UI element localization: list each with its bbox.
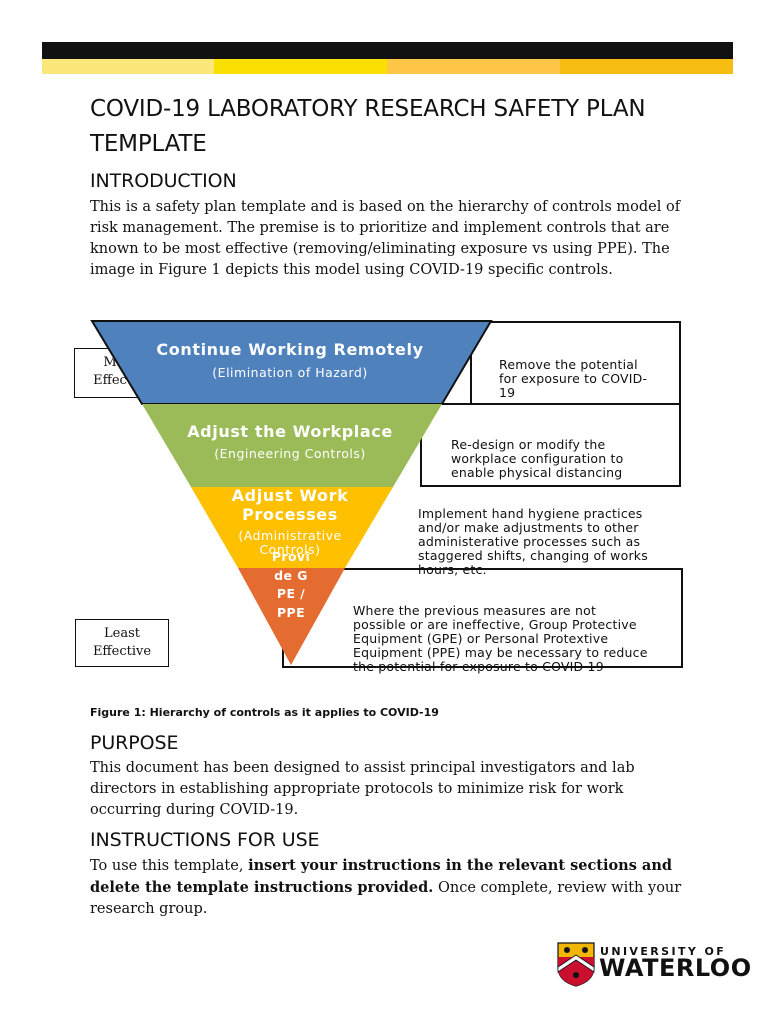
shield-chevron bbox=[557, 954, 595, 973]
tier2-subtitle: (Engineering Controls) bbox=[214, 446, 366, 461]
instructions-prefix: To use this template, bbox=[90, 858, 244, 874]
tier4-title: Provide GPE / PPE bbox=[271, 549, 311, 620]
least-effective-label: Least Effective bbox=[75, 619, 169, 667]
header-black-bar bbox=[42, 42, 733, 59]
instructions-heading: INSTRUCTIONS FOR USE bbox=[90, 829, 320, 851]
purpose-body: This document has been designed to assis… bbox=[90, 760, 635, 818]
least-label-line2: Effective bbox=[92, 644, 152, 659]
tier2-shape bbox=[142, 404, 442, 487]
most-label-line2: Effec bbox=[93, 373, 127, 388]
introduction-heading: INTRODUCTION bbox=[90, 170, 237, 192]
tier1-description: Remove the potential for exposure to COV… bbox=[499, 357, 648, 400]
figure-caption: Figure 1: Hierarchy of controls as it ap… bbox=[90, 706, 439, 719]
tier2-title: Adjust the Workplace bbox=[187, 422, 393, 441]
tier3-shape bbox=[191, 487, 393, 568]
tier1-shape bbox=[90, 320, 493, 405]
tier1-title: Continue Working Remotely bbox=[156, 340, 424, 359]
logo-waterloo: WATERLOO bbox=[599, 954, 752, 982]
tier1-subtitle: (Elimination of Hazard) bbox=[212, 365, 368, 380]
tier3-title: Adjust Work Processes bbox=[231, 486, 349, 524]
document-title: COVID-19 LABORATORY RESEARCH SAFETY PLAN… bbox=[90, 96, 646, 157]
tier4-description: Where the previous measures are not poss… bbox=[353, 603, 648, 674]
logo-university-of: UNIVERSITY OF bbox=[600, 945, 727, 958]
instructions-body: To use this template, insert your instru… bbox=[90, 855, 690, 920]
tier4-desc-box bbox=[282, 568, 683, 668]
least-label-line1: Least bbox=[104, 626, 140, 641]
purpose-heading: PURPOSE bbox=[90, 732, 179, 754]
university-shield-logo bbox=[557, 942, 595, 987]
header-stripe-2 bbox=[214, 59, 387, 74]
header-stripe-1 bbox=[42, 59, 214, 74]
tier2-description: Re-design or modify the workplace config… bbox=[451, 437, 624, 480]
introduction-body: This is a safety plan template and is ba… bbox=[90, 199, 681, 278]
header-stripe-4 bbox=[560, 59, 733, 74]
most-label-line1: M bbox=[103, 355, 117, 370]
instructions-bold: insert your instructions in the relevant… bbox=[90, 857, 673, 896]
tier1-desc-box bbox=[470, 321, 681, 407]
tier3-description: Implement hand hygiene practices and/or … bbox=[418, 506, 648, 577]
shield-red bbox=[558, 957, 594, 986]
tier3-subtitle: (Administrative Controls) bbox=[238, 528, 342, 557]
shield-lion-3 bbox=[573, 972, 579, 978]
shield-lion-1 bbox=[564, 947, 570, 953]
shield-lion-2 bbox=[582, 947, 588, 953]
header-stripe-3 bbox=[387, 59, 560, 74]
tier4-shape bbox=[238, 568, 345, 665]
tier2-desc-box bbox=[420, 403, 681, 487]
instructions-suffix: Once complete, review with your research… bbox=[90, 880, 682, 917]
